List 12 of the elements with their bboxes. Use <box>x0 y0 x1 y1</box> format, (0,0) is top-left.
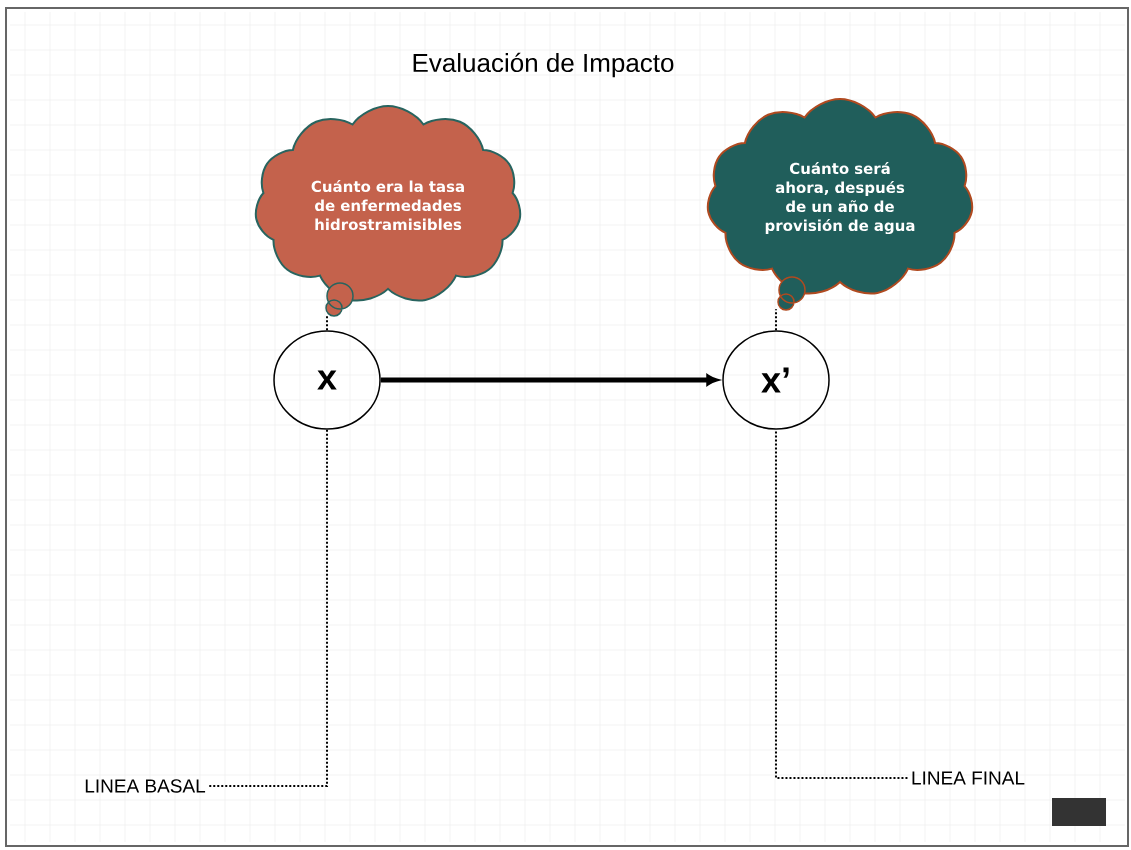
line-label: LINEA FINAL <box>912 771 1025 785</box>
title: Evaluación de Impacto <box>413 52 674 78</box>
dotted-line <box>326 314 328 332</box>
dotted-line <box>775 428 909 779</box>
thought-cloud: Cuánto era la tasa de enfermedades hidrostramisibles <box>254 105 522 302</box>
dotted-line <box>775 308 777 332</box>
thought-cloud: Cuánto será ahora, después de un año de provisión de agua <box>706 98 974 295</box>
circle-node: x’ <box>722 330 830 430</box>
circle-node: x <box>273 330 381 430</box>
arrow <box>380 374 719 386</box>
dotted-line <box>208 428 328 787</box>
line-label: LINEA BASAL <box>85 779 206 793</box>
